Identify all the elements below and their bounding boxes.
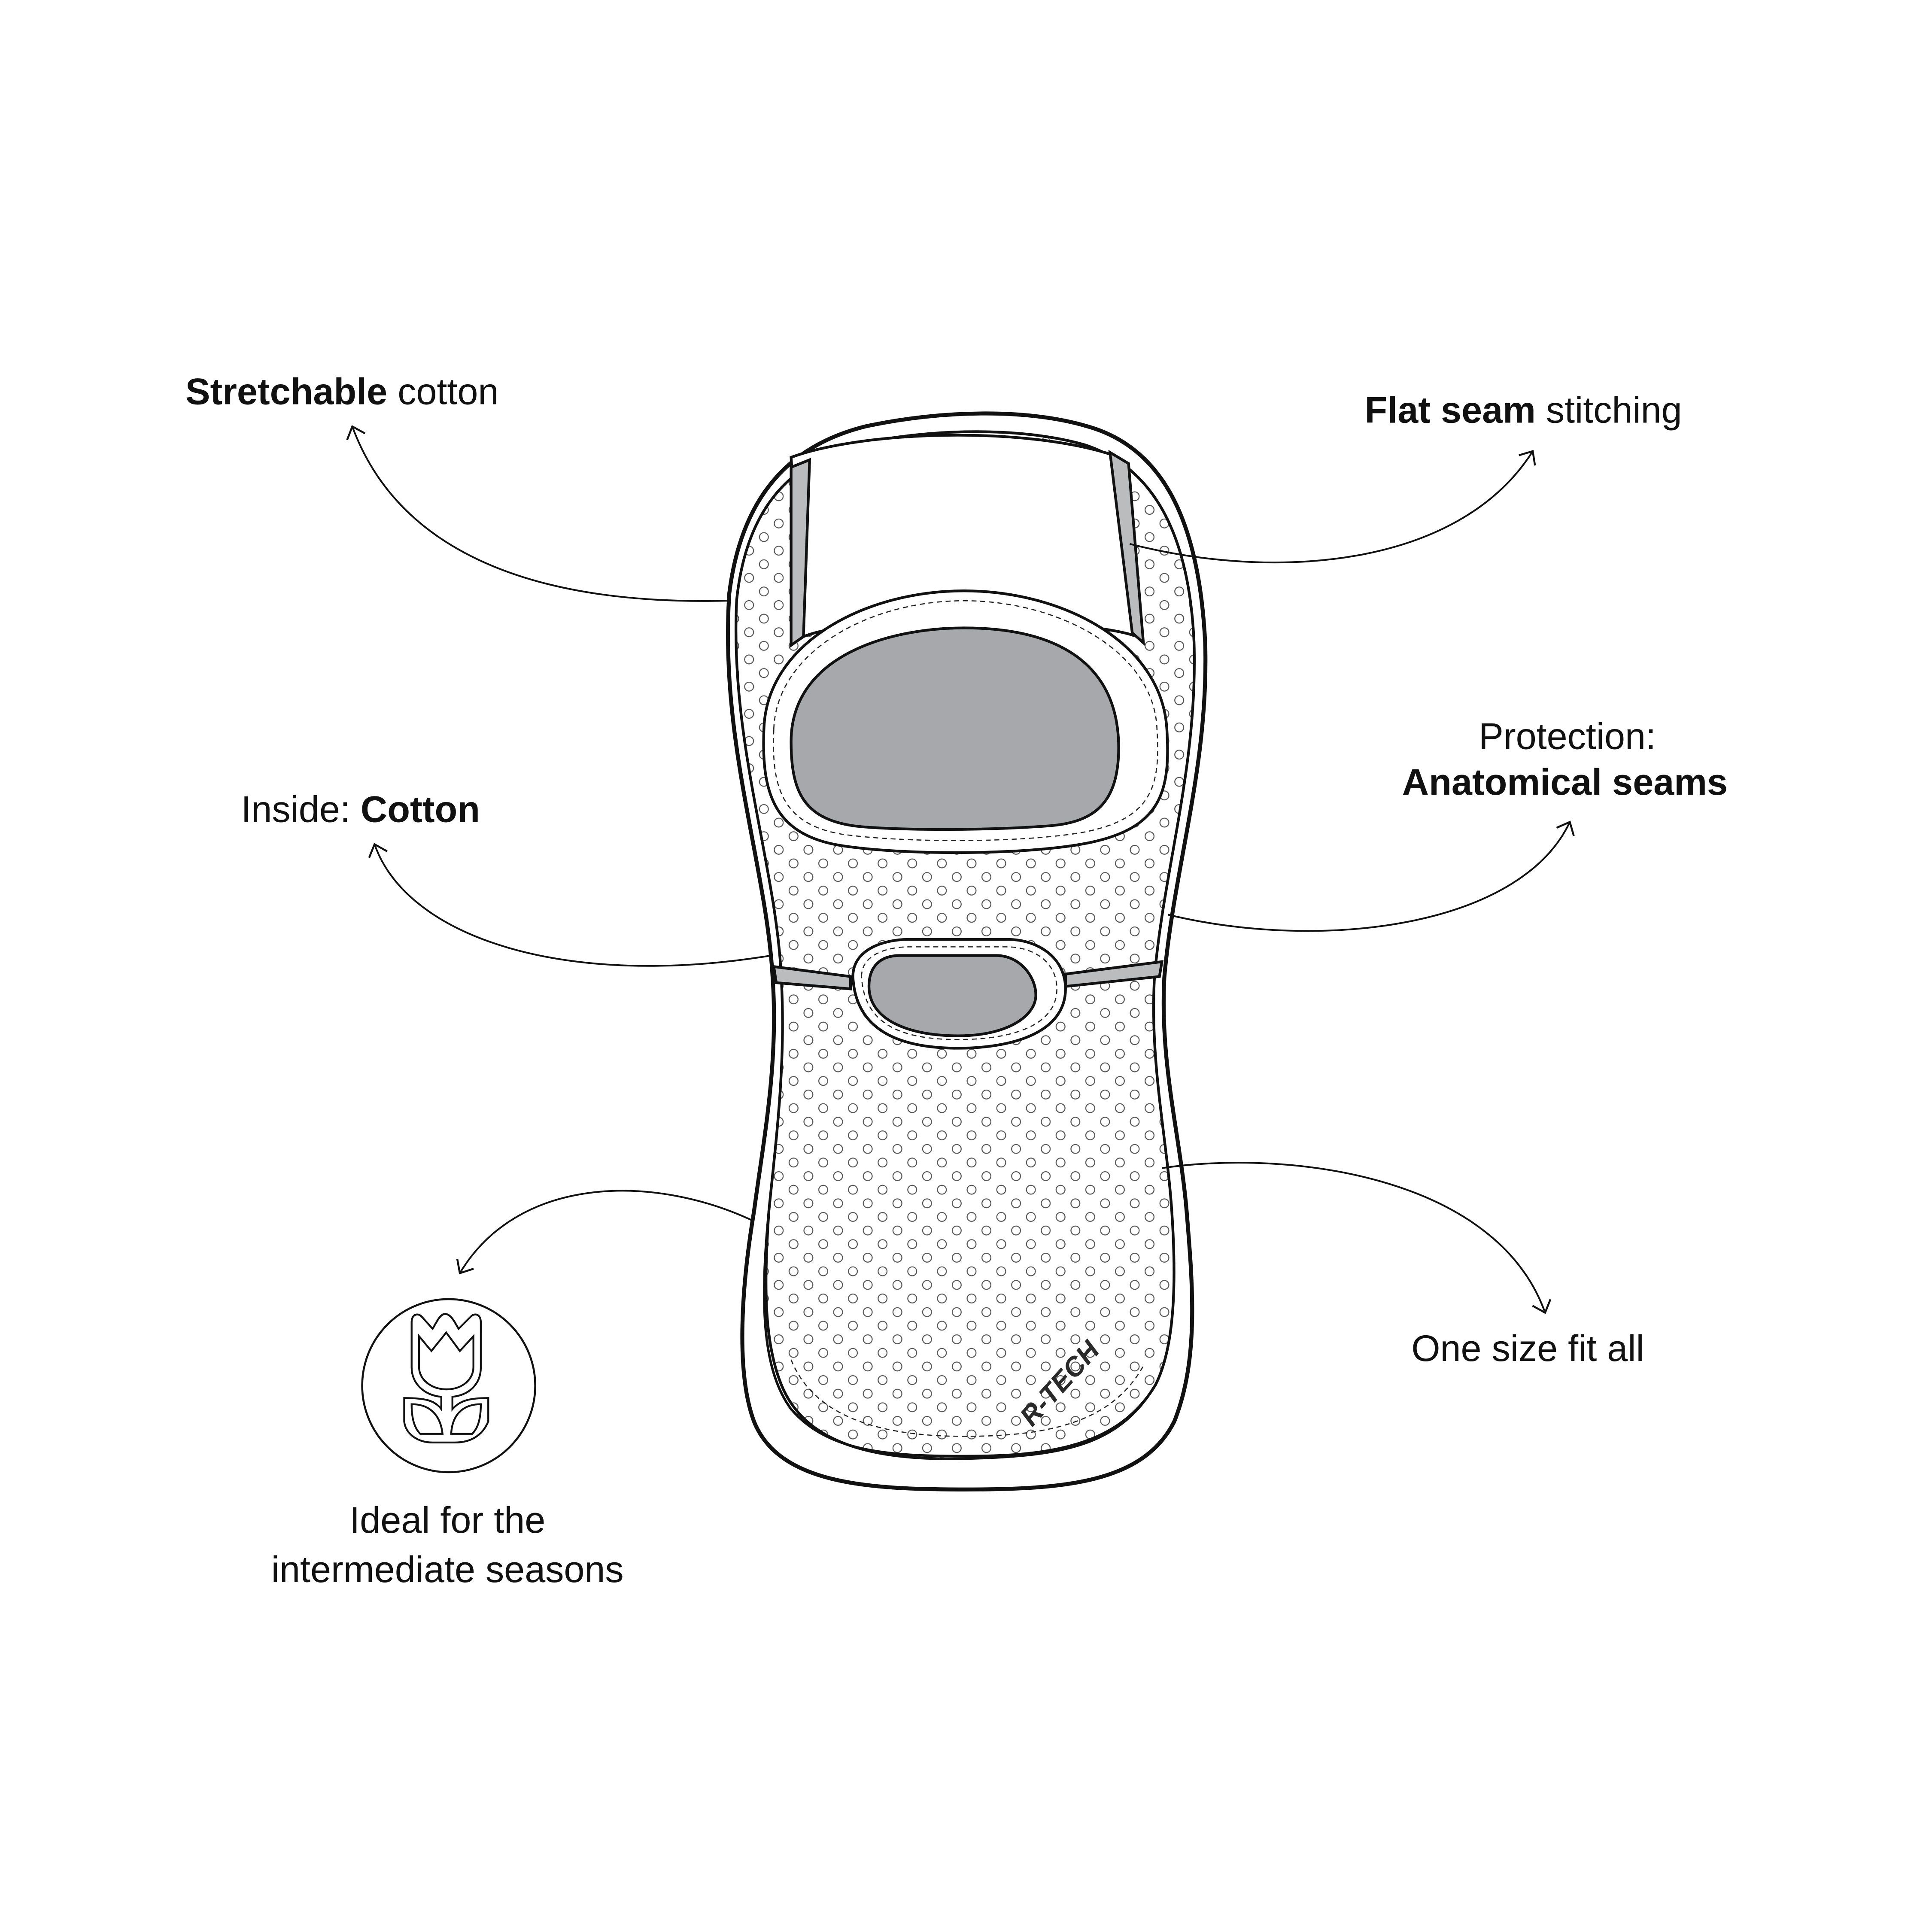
label-stretchable-bold: Stretchable: [185, 371, 387, 412]
arrow-flat-seam: [1129, 450, 1536, 564]
label-anatomical-seams: Anatomical seams: [1402, 762, 1728, 803]
label-inside-cotton: Inside: Cotton: [241, 789, 480, 830]
arrow-inside: [368, 843, 772, 967]
label-one-size: One size fit all: [1411, 1328, 1644, 1369]
balaclava-bottom-rim: [762, 1211, 1157, 1458]
label-inside-regular: Inside:: [241, 789, 360, 830]
balaclava-illustration: R-TECH: [726, 411, 1208, 1492]
bottom-stitch-line: [790, 1359, 1144, 1437]
mouth-opening: [867, 954, 1037, 1037]
eye-frame-stitch: [773, 600, 1158, 841]
left-seam-band: [790, 458, 811, 648]
label-flat-seam-stitching: Flat seam stitching: [1365, 390, 1682, 431]
arrow-size: [1162, 1162, 1552, 1314]
label-stretchable-regular: cotton: [387, 371, 498, 412]
eye-opening: [790, 626, 1120, 831]
arrow-stretchable: [346, 425, 727, 602]
label-intermediate-seasons: intermediate seasons: [271, 1549, 624, 1590]
chin-seam-band: [772, 965, 852, 990]
label-inside-bold: Cotton: [361, 789, 480, 830]
callout-arrows: [346, 425, 1575, 1314]
tulip-icon: [361, 1298, 536, 1473]
right-seam-band: [1108, 450, 1145, 646]
label-flat-seam-regular: stitching: [1536, 390, 1682, 431]
arrow-season: [456, 1190, 755, 1275]
mouth-frame-stitch: [861, 946, 1057, 1040]
arrow-protection: [1168, 820, 1575, 932]
label-protection: Protection:: [1479, 716, 1656, 757]
label-ideal-for-the: Ideal for the: [349, 1500, 545, 1541]
label-stretchable-cotton: Stretchable cotton: [185, 371, 499, 412]
label-flat-seam-bold: Flat seam: [1365, 390, 1536, 431]
